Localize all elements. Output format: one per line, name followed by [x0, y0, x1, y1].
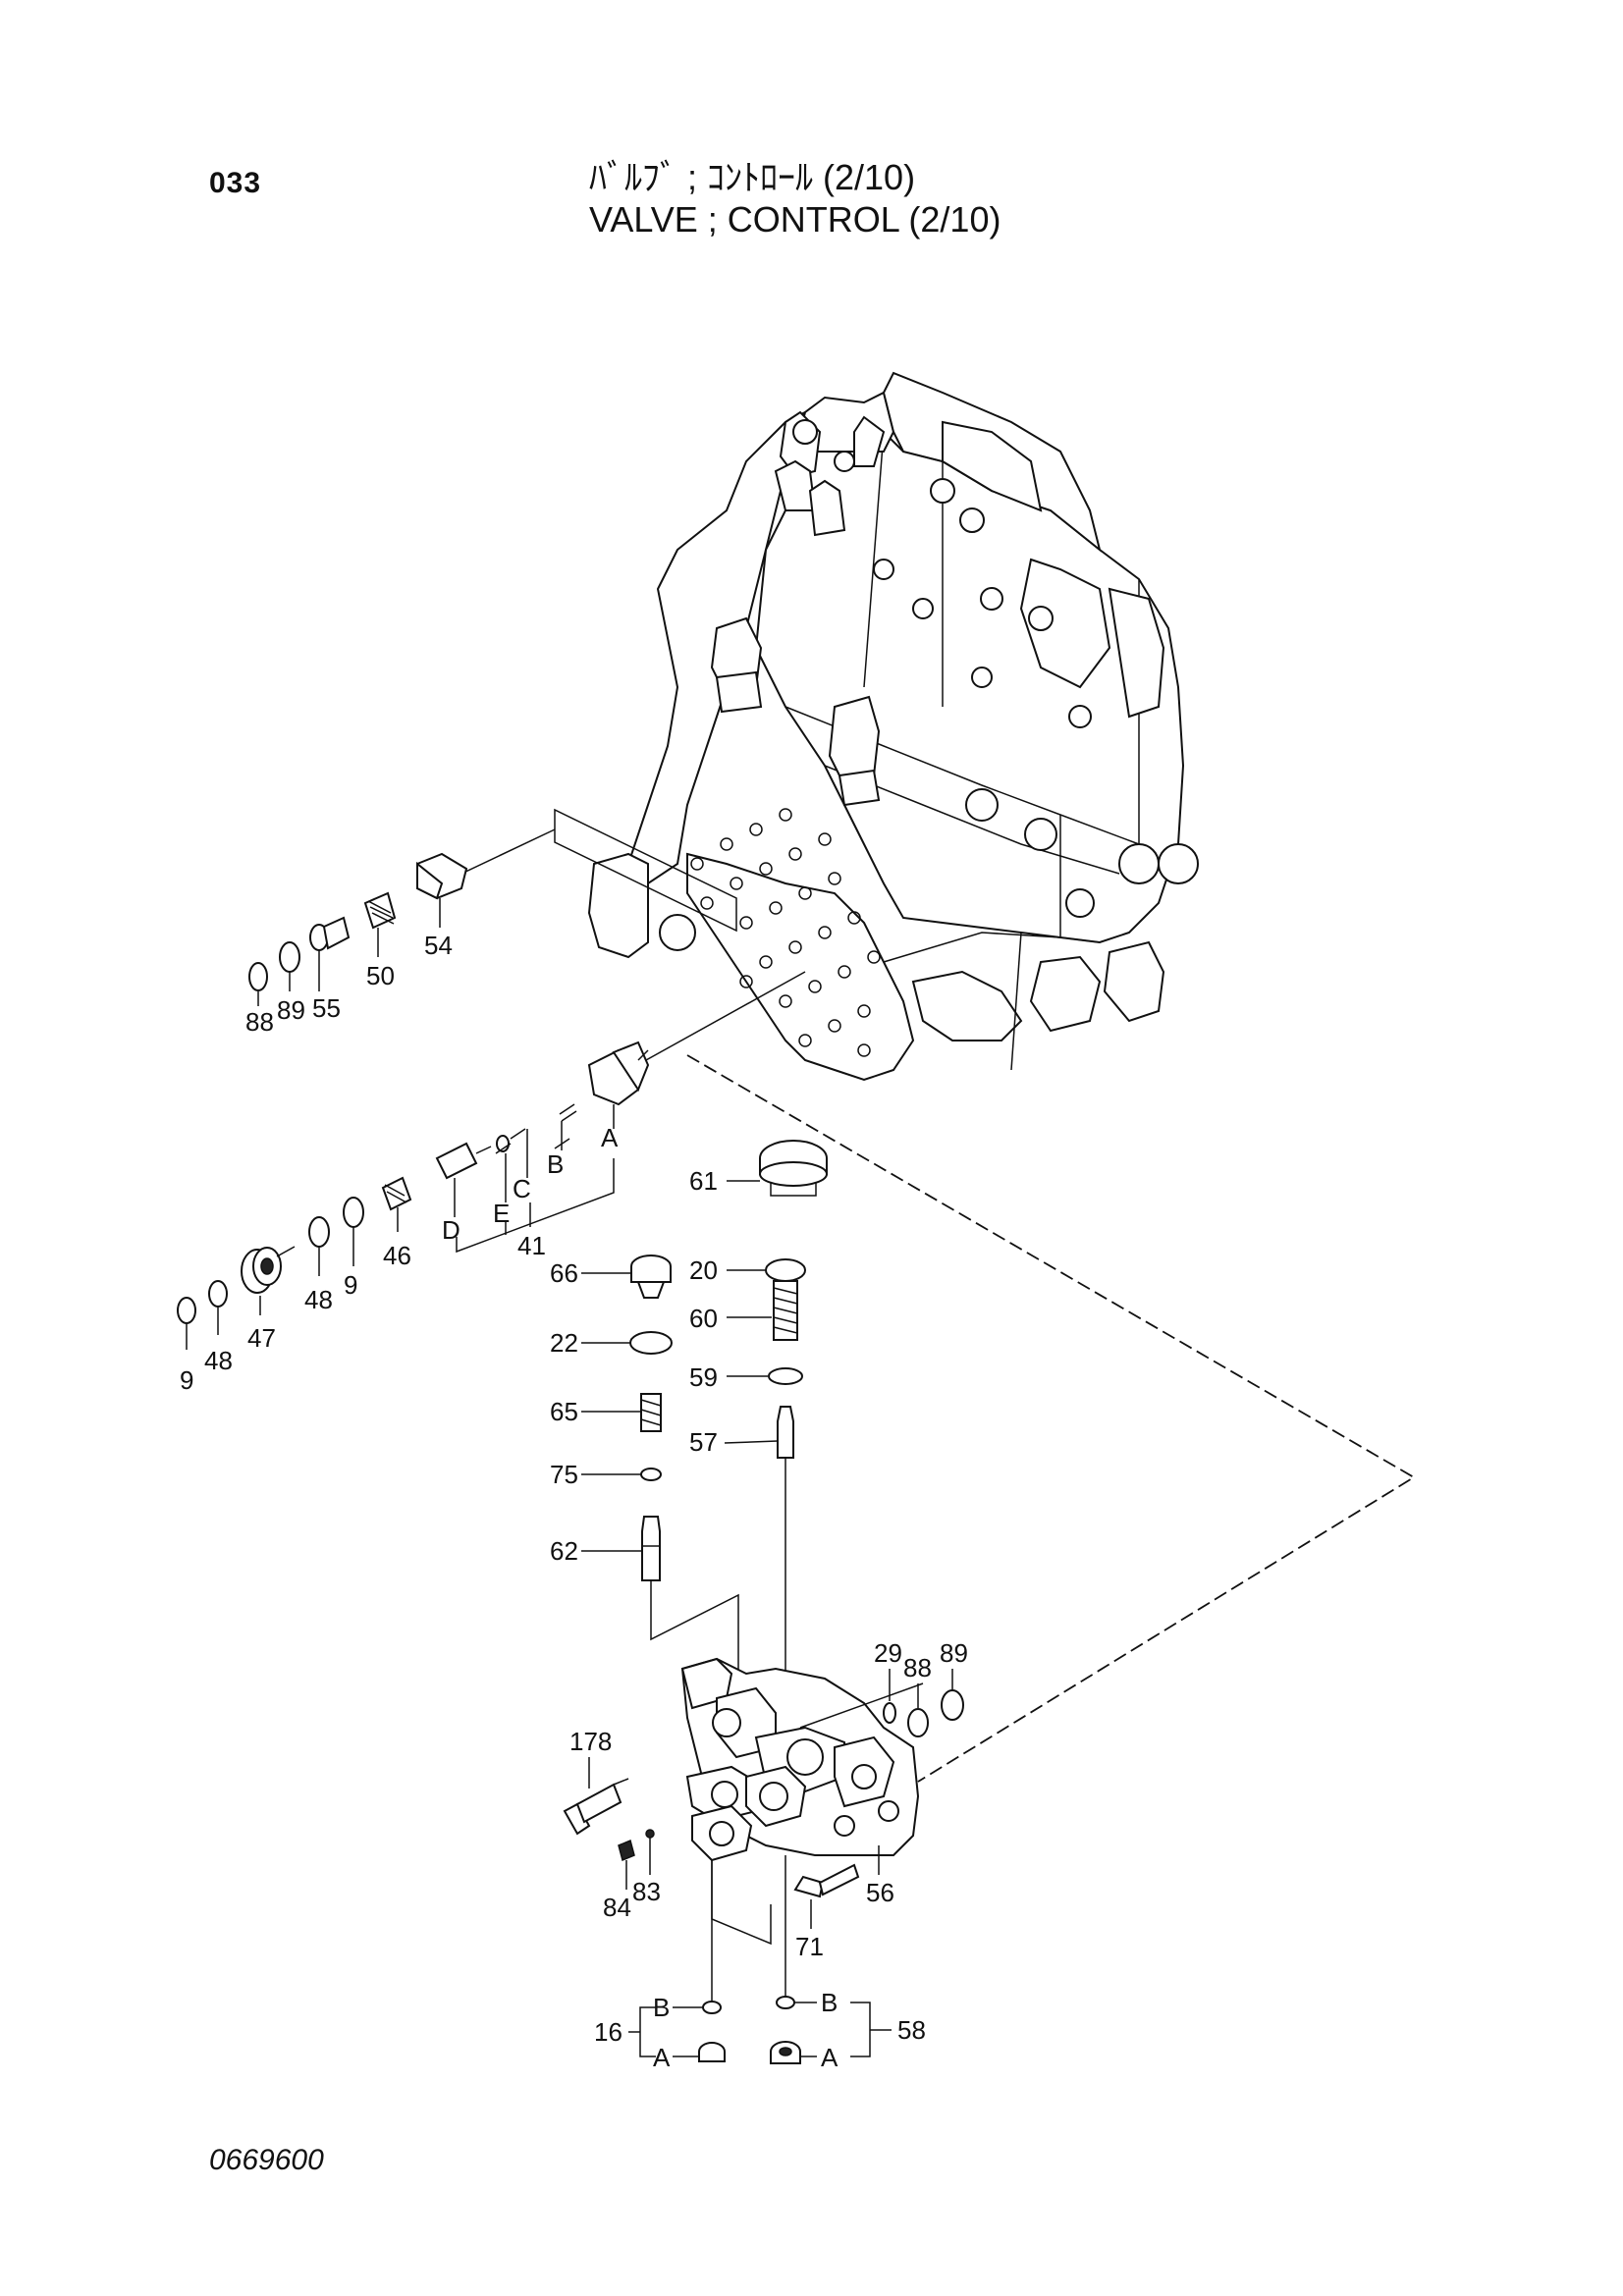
part-54-plug [416, 852, 468, 900]
callout-46: 46 [383, 1241, 411, 1270]
callout-62: 62 [550, 1536, 578, 1566]
control-valve-assembly [587, 371, 1199, 1082]
callout-59: 59 [689, 1362, 718, 1392]
document-code: 0669600 [209, 2144, 324, 2176]
part-58-plug-set [770, 1996, 892, 2064]
callout-89: 89 [277, 995, 305, 1025]
part-178-bolt [563, 1757, 629, 1836]
callout-88: 88 [245, 1007, 274, 1037]
leader-lines-upper [460, 808, 1416, 1783]
callout-55: 55 [312, 993, 341, 1023]
part-88-backup-ring [248, 962, 268, 991]
callout-9: 9 [344, 1270, 357, 1300]
part-60-spring [773, 1280, 798, 1341]
part-16-plug-set [628, 2001, 726, 2062]
part-59-washer [768, 1367, 803, 1385]
callout-41: 41 [517, 1231, 546, 1260]
part-75-washer [640, 1468, 662, 1481]
part-62-piston [641, 1516, 661, 1581]
part-61-plug [759, 1140, 828, 1197]
callout-58-B: B [821, 1988, 838, 2017]
part-47-plug [241, 1246, 296, 1294]
callout-9-2: 9 [180, 1365, 193, 1395]
callout-29: 29 [874, 1638, 902, 1668]
callout-66: 66 [550, 1258, 578, 1288]
part-89-oring-2 [941, 1689, 964, 1721]
page-number: 033 [209, 167, 262, 199]
part-71-bolt [793, 1863, 860, 1929]
part-29-oring [883, 1702, 896, 1724]
part-20-oring [765, 1258, 806, 1282]
callout-E: E [493, 1199, 510, 1228]
callout-A: A [601, 1123, 619, 1152]
callout-47: 47 [247, 1323, 276, 1353]
part-22-oring [629, 1331, 673, 1355]
callout-labels: 54 50 55 88 89 A B C E D 41 46 9 48 47 4… [180, 931, 968, 2072]
callout-50: 50 [366, 961, 395, 990]
part-46-spring [381, 1176, 412, 1211]
part-88-backup-ring-2 [907, 1708, 929, 1737]
part-48-backup-ring-2 [208, 1280, 228, 1308]
callout-61: 61 [689, 1166, 718, 1196]
callout-54: 54 [424, 931, 453, 960]
part-9-oring [343, 1197, 364, 1228]
part-57-poppet [777, 1406, 794, 1459]
callout-83: 83 [632, 1877, 661, 1906]
callout-89-2: 89 [940, 1638, 968, 1668]
callout-178: 178 [569, 1727, 612, 1756]
part-50-spring [363, 891, 397, 930]
part-56-valve-block [680, 1657, 924, 2002]
callout-56: 56 [866, 1878, 894, 1907]
part-55-poppet [309, 916, 351, 951]
callout-57: 57 [689, 1427, 718, 1457]
callout-88-2: 88 [903, 1653, 932, 1682]
callout-B: B [547, 1149, 564, 1179]
part-65-spring [640, 1393, 662, 1432]
callout-58-A: A [821, 2043, 839, 2072]
callout-16-B: B [653, 1993, 670, 2022]
callout-20: 20 [689, 1255, 718, 1285]
part-83-ball [645, 1829, 655, 1839]
callout-58: 58 [897, 2015, 926, 2045]
callout-84: 84 [603, 1893, 631, 1922]
callout-16-A: A [653, 2043, 671, 2072]
callout-48-2: 48 [204, 1346, 233, 1375]
callout-48: 48 [304, 1285, 333, 1314]
callout-22: 22 [550, 1328, 578, 1358]
callout-D: D [442, 1215, 460, 1245]
port-hole-pattern [690, 808, 881, 1057]
part-9-oring-2 [177, 1297, 196, 1324]
callout-71: 71 [795, 1932, 824, 1961]
callout-16: 16 [594, 2017, 622, 2047]
part-89-oring [279, 941, 300, 973]
callout-65: 65 [550, 1397, 578, 1426]
callout-C: C [513, 1174, 531, 1203]
part-66-plug [630, 1255, 672, 1299]
part-84-plug [618, 1839, 635, 1862]
callout-75: 75 [550, 1460, 578, 1489]
part-48-backup-ring [308, 1216, 330, 1248]
callout-60: 60 [689, 1304, 718, 1333]
part-41-assembly [435, 1041, 650, 1254]
title-japanese: ﾊﾞﾙﾌﾞ ; ｺﾝﾄﾛｰﾙ (2/10) [589, 157, 916, 197]
title-english: VALVE ; CONTROL (2/10) [589, 199, 1001, 240]
